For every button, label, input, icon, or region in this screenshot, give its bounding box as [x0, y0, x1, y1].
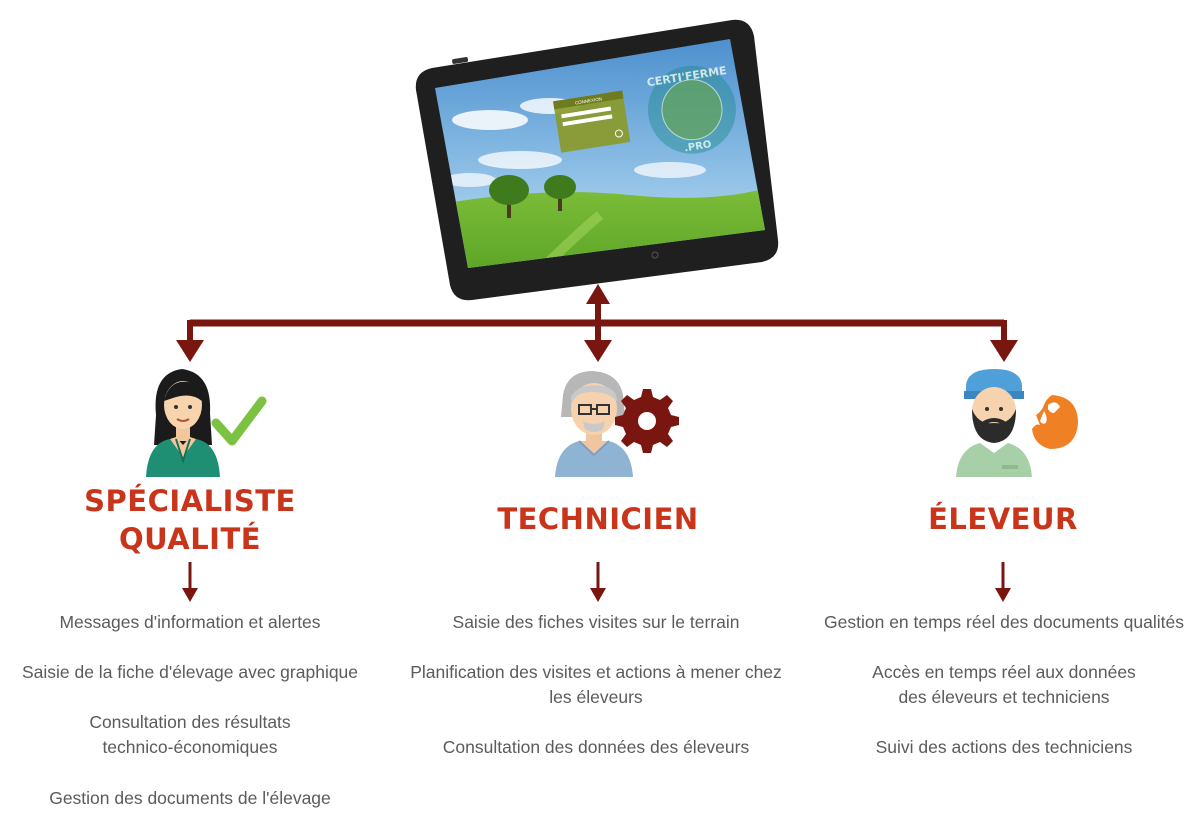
- eleveur-down-arrow: [993, 562, 1013, 604]
- feature-item: Suivi des actions des techniciens: [808, 735, 1200, 760]
- feature-item: Consultation des résultats technico-écon…: [10, 710, 370, 760]
- technicien-down-arrow: [588, 562, 608, 604]
- feature-line1: Saisie de la fiche d'élevage avec graphi…: [10, 660, 370, 685]
- feature-line1: Suivi des actions des techniciens: [808, 735, 1200, 760]
- old-man-glasses-avatar-icon: [545, 365, 680, 477]
- role-title-line2: QUALITÉ: [60, 520, 320, 558]
- role-title-line1: SPÉCIALISTE: [60, 482, 320, 520]
- feature-line1: Saisie des fiches visites sur le terrain: [396, 610, 796, 635]
- feature-line1: Gestion des documents de l'élevage: [10, 786, 370, 811]
- feature-line2: technico-économiques: [10, 735, 370, 760]
- feature-line1: Consultation des résultats: [10, 710, 370, 735]
- feature-line1: Planification des visites et actions à m…: [396, 660, 796, 685]
- feature-item: Saisie de la fiche d'élevage avec graphi…: [10, 660, 370, 685]
- role-title-specialiste: SPÉCIALISTE QUALITÉ: [60, 482, 320, 558]
- feature-item: Planification des visites et actions à m…: [396, 660, 796, 710]
- feature-item: Gestion des documents de l'élevage: [10, 786, 370, 811]
- feature-item: Messages d'information et alertes: [10, 610, 370, 635]
- role-title-line1: ÉLEVEUR: [873, 500, 1133, 538]
- up-arrow-head: [586, 284, 610, 304]
- feature-item: Accès en temps réel aux données des élev…: [808, 660, 1200, 710]
- feature-line1: Gestion en temps réel des documents qual…: [808, 610, 1200, 635]
- feature-item: Saisie des fiches visites sur le terrain: [396, 610, 796, 635]
- feature-line1: Consultation des données des éleveurs: [396, 735, 796, 760]
- feature-line1: Accès en temps réel aux données: [808, 660, 1200, 685]
- gear-icon: [615, 389, 679, 453]
- role-title-eleveur: ÉLEVEUR: [873, 500, 1133, 538]
- specialiste-down-arrow: [180, 562, 200, 604]
- feature-item: Gestion en temps réel des documents qual…: [808, 610, 1200, 635]
- feature-line2: les éleveurs: [396, 685, 796, 710]
- checkmark-icon: [216, 401, 262, 441]
- bearded-man-cap-avatar-icon: [950, 365, 1085, 477]
- right-down-arrow-head: [990, 340, 1018, 362]
- feature-item: Consultation des données des éleveurs: [396, 735, 796, 760]
- feature-line2: des éleveurs et techniciens: [808, 685, 1200, 710]
- rooster-icon: [1032, 395, 1078, 449]
- feature-line1: Messages d'information et alertes: [10, 610, 370, 635]
- center-down-arrow-head: [584, 340, 612, 362]
- left-down-arrow-head: [176, 340, 204, 362]
- role-title-technicien: TECHNICIEN: [468, 500, 728, 538]
- woman-avatar-icon: [140, 365, 270, 477]
- role-title-line1: TECHNICIEN: [468, 500, 728, 538]
